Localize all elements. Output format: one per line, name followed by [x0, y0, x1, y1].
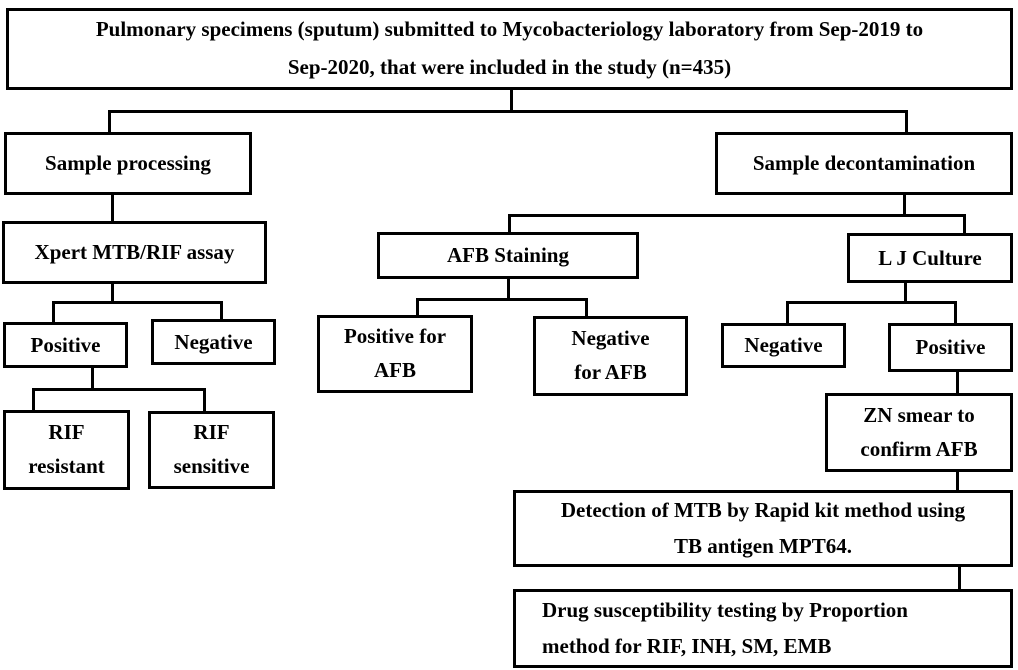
connector-positive-drop: [91, 368, 94, 388]
connector-rif-split-bar: [32, 388, 206, 391]
connector-root-to-processing: [108, 110, 111, 132]
connector-decontamination-drop: [903, 195, 906, 214]
connector-to-lj-culture: [963, 214, 966, 233]
node-negative-for-afb: Negative for AFB: [533, 316, 688, 396]
connector-lj-drop: [904, 283, 907, 301]
connector-root-split-bar: [108, 110, 908, 113]
node-mtb-detection: Detection of MTB by Rapid kit method usi…: [513, 490, 1013, 567]
connector-xpert-split-bar: [52, 301, 223, 304]
node-zn-smear: ZN smear to confirm AFB: [825, 393, 1013, 472]
node-positive-for-afb: Positive for AFB: [317, 315, 473, 393]
connector-decontamination-split-bar: [508, 214, 966, 217]
node-xpert-negative: Negative: [151, 319, 276, 365]
connector-xpert-drop: [111, 284, 114, 301]
connector-to-afb-positive: [416, 298, 419, 315]
node-study-title: Pulmonary specimens (sputum) submitted t…: [6, 8, 1013, 90]
connector-processing-to-xpert: [111, 195, 114, 221]
node-rif-sensitive: RIF sensitive: [148, 411, 275, 489]
connector-positive-to-zn: [956, 372, 959, 393]
connector-root-to-decontamination: [905, 110, 908, 132]
connector-to-rif-sensitive: [203, 388, 206, 411]
node-drug-susceptibility-testing: Drug susceptibility testing by Proportio…: [513, 589, 1013, 668]
node-lj-positive: Positive: [888, 323, 1013, 372]
connector-zn-to-detection: [956, 472, 959, 490]
connector-afb-drop: [507, 279, 510, 298]
node-sample-decontamination: Sample decontamination: [715, 132, 1013, 195]
connector-afb-split-bar: [416, 298, 588, 301]
node-rif-resistant: RIF resistant: [3, 410, 130, 490]
connector-root-drop: [510, 90, 513, 110]
connector-to-lj-negative: [786, 301, 789, 323]
connector-xpert-to-positive: [52, 301, 55, 322]
connector-lj-split-bar: [786, 301, 957, 304]
node-afb-staining: AFB Staining: [377, 232, 639, 279]
connector-xpert-to-negative: [220, 301, 223, 319]
node-lj-culture: L J Culture: [847, 233, 1013, 283]
node-sample-processing: Sample processing: [4, 132, 252, 195]
connector-detection-to-dst: [958, 567, 961, 589]
node-xpert-mtb-rif-assay: Xpert MTB/RIF assay: [2, 221, 267, 284]
connector-to-rif-resistant: [32, 388, 35, 410]
node-xpert-positive: Positive: [3, 322, 128, 368]
connector-to-lj-positive: [954, 301, 957, 323]
connector-to-afb-staining: [508, 214, 511, 232]
connector-to-afb-negative: [585, 298, 588, 316]
node-lj-negative: Negative: [721, 323, 846, 368]
